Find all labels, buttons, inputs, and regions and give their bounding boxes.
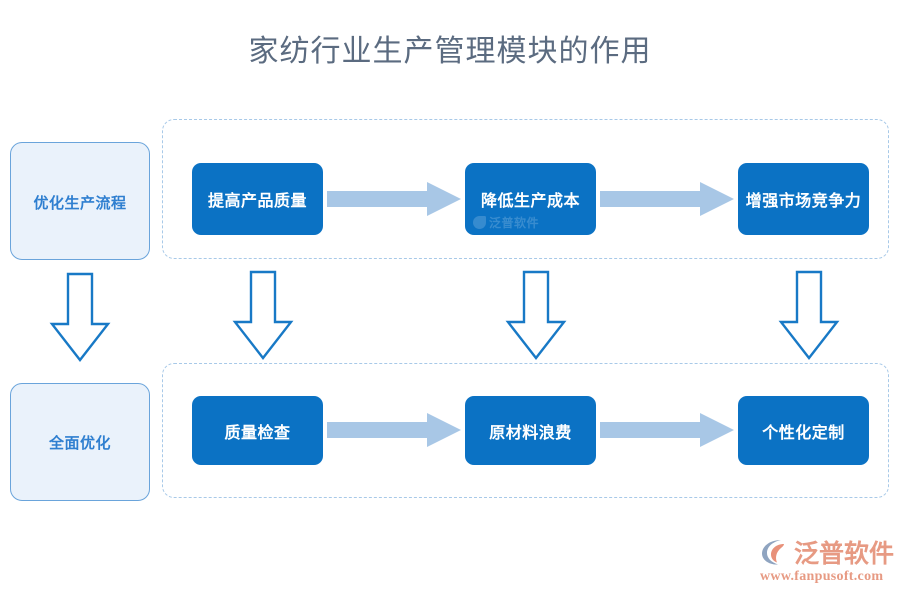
node-watermark: 泛普软件 [473,214,539,231]
node-reduce-production-cost[interactable]: 降低生产成本 泛普软件 [465,163,596,235]
group-container-bottom-row [162,363,889,498]
arrow-right-icon-top-1 [327,182,461,216]
brand-name: 泛普软件 [794,541,895,568]
arrow-down-outline-icon-stage [49,272,111,362]
node-improve-product-quality[interactable]: 提高产品质量 [192,163,323,235]
fanpu-swoosh-logo-icon [473,216,486,229]
node-quality-inspection[interactable]: 质量检查 [192,396,323,465]
group-container-top-row [162,119,889,259]
arrow-right-icon-bottom-2 [600,413,734,447]
brand-row: 泛普软件 [760,536,895,568]
arrow-right-icon-bottom-1 [327,413,461,447]
stage-label: 全面优化 [48,434,111,452]
stage-label: 优化生产流程 [33,194,127,212]
node-label: 原材料浪费 [489,424,572,442]
node-personalized-customization[interactable]: 个性化定制 [738,396,869,465]
brand-url: www.fanpusoft.com [760,569,884,584]
arrow-right-icon-top-2 [600,182,734,216]
brand-logo: 泛普软件 www.fanpusoft.com [760,536,895,588]
node-label: 增强市场竞争力 [745,193,862,210]
fanpu-swoosh-logo-icon [760,537,790,567]
node-enhance-market-competitiveness[interactable]: 增强市场竞争力 [738,163,869,235]
node-label: 个性化定制 [762,424,845,442]
node-label: 提高产品质量 [207,193,307,210]
arrow-down-outline-icon-1 [232,270,294,360]
node-raw-material-waste[interactable]: 原材料浪费 [465,396,596,465]
node-label: 质量检查 [224,424,291,442]
arrow-down-outline-icon-2 [505,270,567,360]
stage-box-comprehensive-optimization[interactable]: 全面优化 [10,383,150,501]
stage-box-optimize-production-process[interactable]: 优化生产流程 [10,142,150,260]
page-title: 家纺行业生产管理模块的作用 [248,35,652,68]
watermark-text: 泛普软件 [489,216,540,230]
node-label: 降低生产成本 [480,193,580,210]
arrow-down-outline-icon-3 [778,270,840,360]
